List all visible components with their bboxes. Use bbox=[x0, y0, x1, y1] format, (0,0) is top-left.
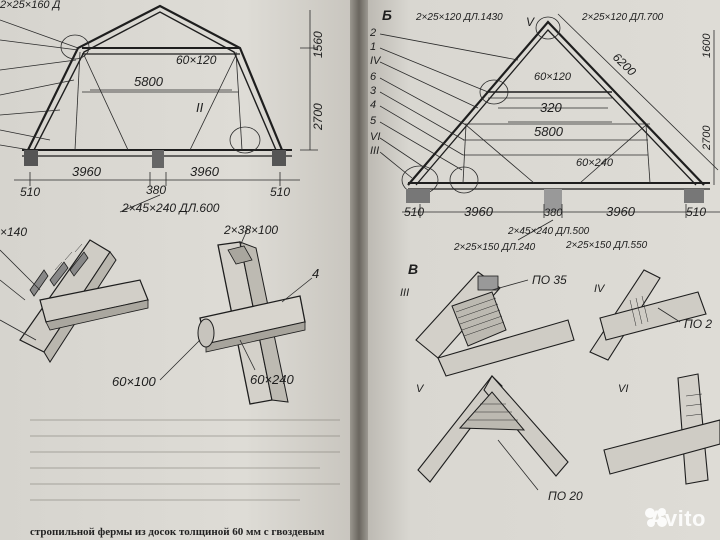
right-detail-v bbox=[417, 375, 569, 491]
left-detail-marker: II bbox=[196, 100, 204, 115]
right-detail-0-label: ПО 35 bbox=[532, 273, 567, 287]
book-gutter bbox=[350, 0, 368, 540]
left-detail-b-num: 4 bbox=[312, 266, 319, 281]
right-section-letter: В bbox=[408, 261, 418, 277]
right-callout-6: 5 bbox=[370, 115, 377, 127]
right-callout-0: 2 bbox=[369, 27, 376, 39]
right-height-upper: 1600 bbox=[701, 33, 713, 58]
right-page-drawing: Б 2×25×120 ДЛ.1430 V 2×25×120 ДЛ.700 2 1… bbox=[369, 7, 720, 503]
right-beam-label: 60×240 bbox=[576, 157, 614, 169]
left-board-label: 2×45×240 ДЛ.600 bbox=[121, 201, 220, 215]
right-callout-1: 1 bbox=[370, 41, 376, 53]
right-detail-0-numeral: III bbox=[400, 287, 409, 299]
left-top-partial-label: 2×25×160 Д bbox=[0, 0, 61, 11]
right-callout-5: 4 bbox=[370, 99, 376, 111]
right-fig-letter: Б bbox=[382, 7, 392, 23]
left-page-drawing: 2×25×160 Д 60×120 5800 II 1560 2700 3960… bbox=[0, 0, 340, 501]
right-top-right-label: 2×25×120 ДЛ.700 bbox=[581, 12, 664, 23]
left-dim-left: 3960 bbox=[72, 164, 102, 179]
right-span: 5800 bbox=[534, 124, 564, 139]
right-dim-right: 3960 bbox=[606, 204, 636, 219]
right-inner-span: 320 bbox=[540, 100, 562, 115]
right-detail-iii bbox=[415, 271, 575, 377]
left-faint-text bbox=[30, 419, 340, 501]
left-height-upper: 1560 bbox=[311, 31, 325, 58]
right-callout-4: 3 bbox=[370, 85, 377, 97]
right-top-left-label: 2×25×120 ДЛ.1430 bbox=[415, 12, 503, 23]
right-marker-v: V bbox=[526, 15, 535, 29]
left-detail-b-right: 60×240 bbox=[250, 372, 295, 387]
right-callout-8: III bbox=[370, 145, 379, 157]
left-detail-b bbox=[159, 227, 313, 405]
right-callout-7: VI bbox=[370, 131, 380, 143]
right-board-label-2: 2×25×150 ДЛ.550 bbox=[565, 240, 648, 251]
left-rafter-label: 60×120 bbox=[176, 53, 217, 67]
right-height-lower: 2700 bbox=[701, 125, 713, 151]
right-detail-2-label: ПО 20 bbox=[548, 489, 583, 503]
left-span-label: 5800 bbox=[134, 74, 164, 89]
right-rafter-label: 60×120 bbox=[534, 71, 572, 83]
right-board-label-0: 2×45×240 ДЛ.500 bbox=[507, 226, 590, 237]
avito-watermark-text: Avito bbox=[649, 506, 706, 531]
left-truss bbox=[0, 4, 318, 213]
left-height-lower: 2700 bbox=[311, 103, 325, 131]
left-dim-edge-left: 510 bbox=[20, 185, 40, 199]
left-dim-post: 380 bbox=[146, 183, 166, 197]
right-dim-post: 380 bbox=[544, 207, 563, 219]
left-dim-right: 3960 bbox=[190, 164, 220, 179]
right-dim-left: 3960 bbox=[464, 204, 494, 219]
left-dim-edge-right: 510 bbox=[270, 185, 290, 199]
right-detail-vi bbox=[603, 373, 720, 485]
right-callout-3: 6 bbox=[370, 71, 377, 83]
right-board-label-1: 2×25×150 ДЛ.240 bbox=[453, 242, 536, 253]
right-detail-2-numeral: V bbox=[416, 383, 425, 395]
right-truss bbox=[379, 13, 720, 241]
left-footer-text: стропильной фермы из досок толщиной 60 м… bbox=[30, 526, 325, 538]
right-detail-1-numeral: IV bbox=[594, 283, 606, 295]
left-detail-b-top: 2×38×100 bbox=[223, 223, 278, 237]
right-diagonal-dim: 6200 bbox=[610, 50, 639, 79]
right-detail-iv bbox=[589, 269, 707, 361]
right-detail-3-numeral: VI bbox=[618, 383, 628, 395]
left-detail-a bbox=[0, 239, 149, 363]
right-callout-2: IV bbox=[370, 55, 382, 67]
left-detail-a-label: ×140 bbox=[0, 225, 27, 239]
right-detail-1-label: ПО 2 bbox=[684, 317, 712, 331]
right-dim-edge-left: 510 bbox=[404, 205, 424, 219]
left-page: 2×25×160 Д 60×120 5800 II 1560 2700 3960… bbox=[0, 0, 350, 540]
left-detail-b-left: 60×100 bbox=[112, 374, 157, 389]
right-dim-edge-right: 510 bbox=[686, 205, 706, 219]
avito-watermark: Avito bbox=[643, 506, 706, 532]
right-page: Б 2×25×120 ДЛ.1430 V 2×25×120 ДЛ.700 2 1… bbox=[368, 0, 720, 540]
